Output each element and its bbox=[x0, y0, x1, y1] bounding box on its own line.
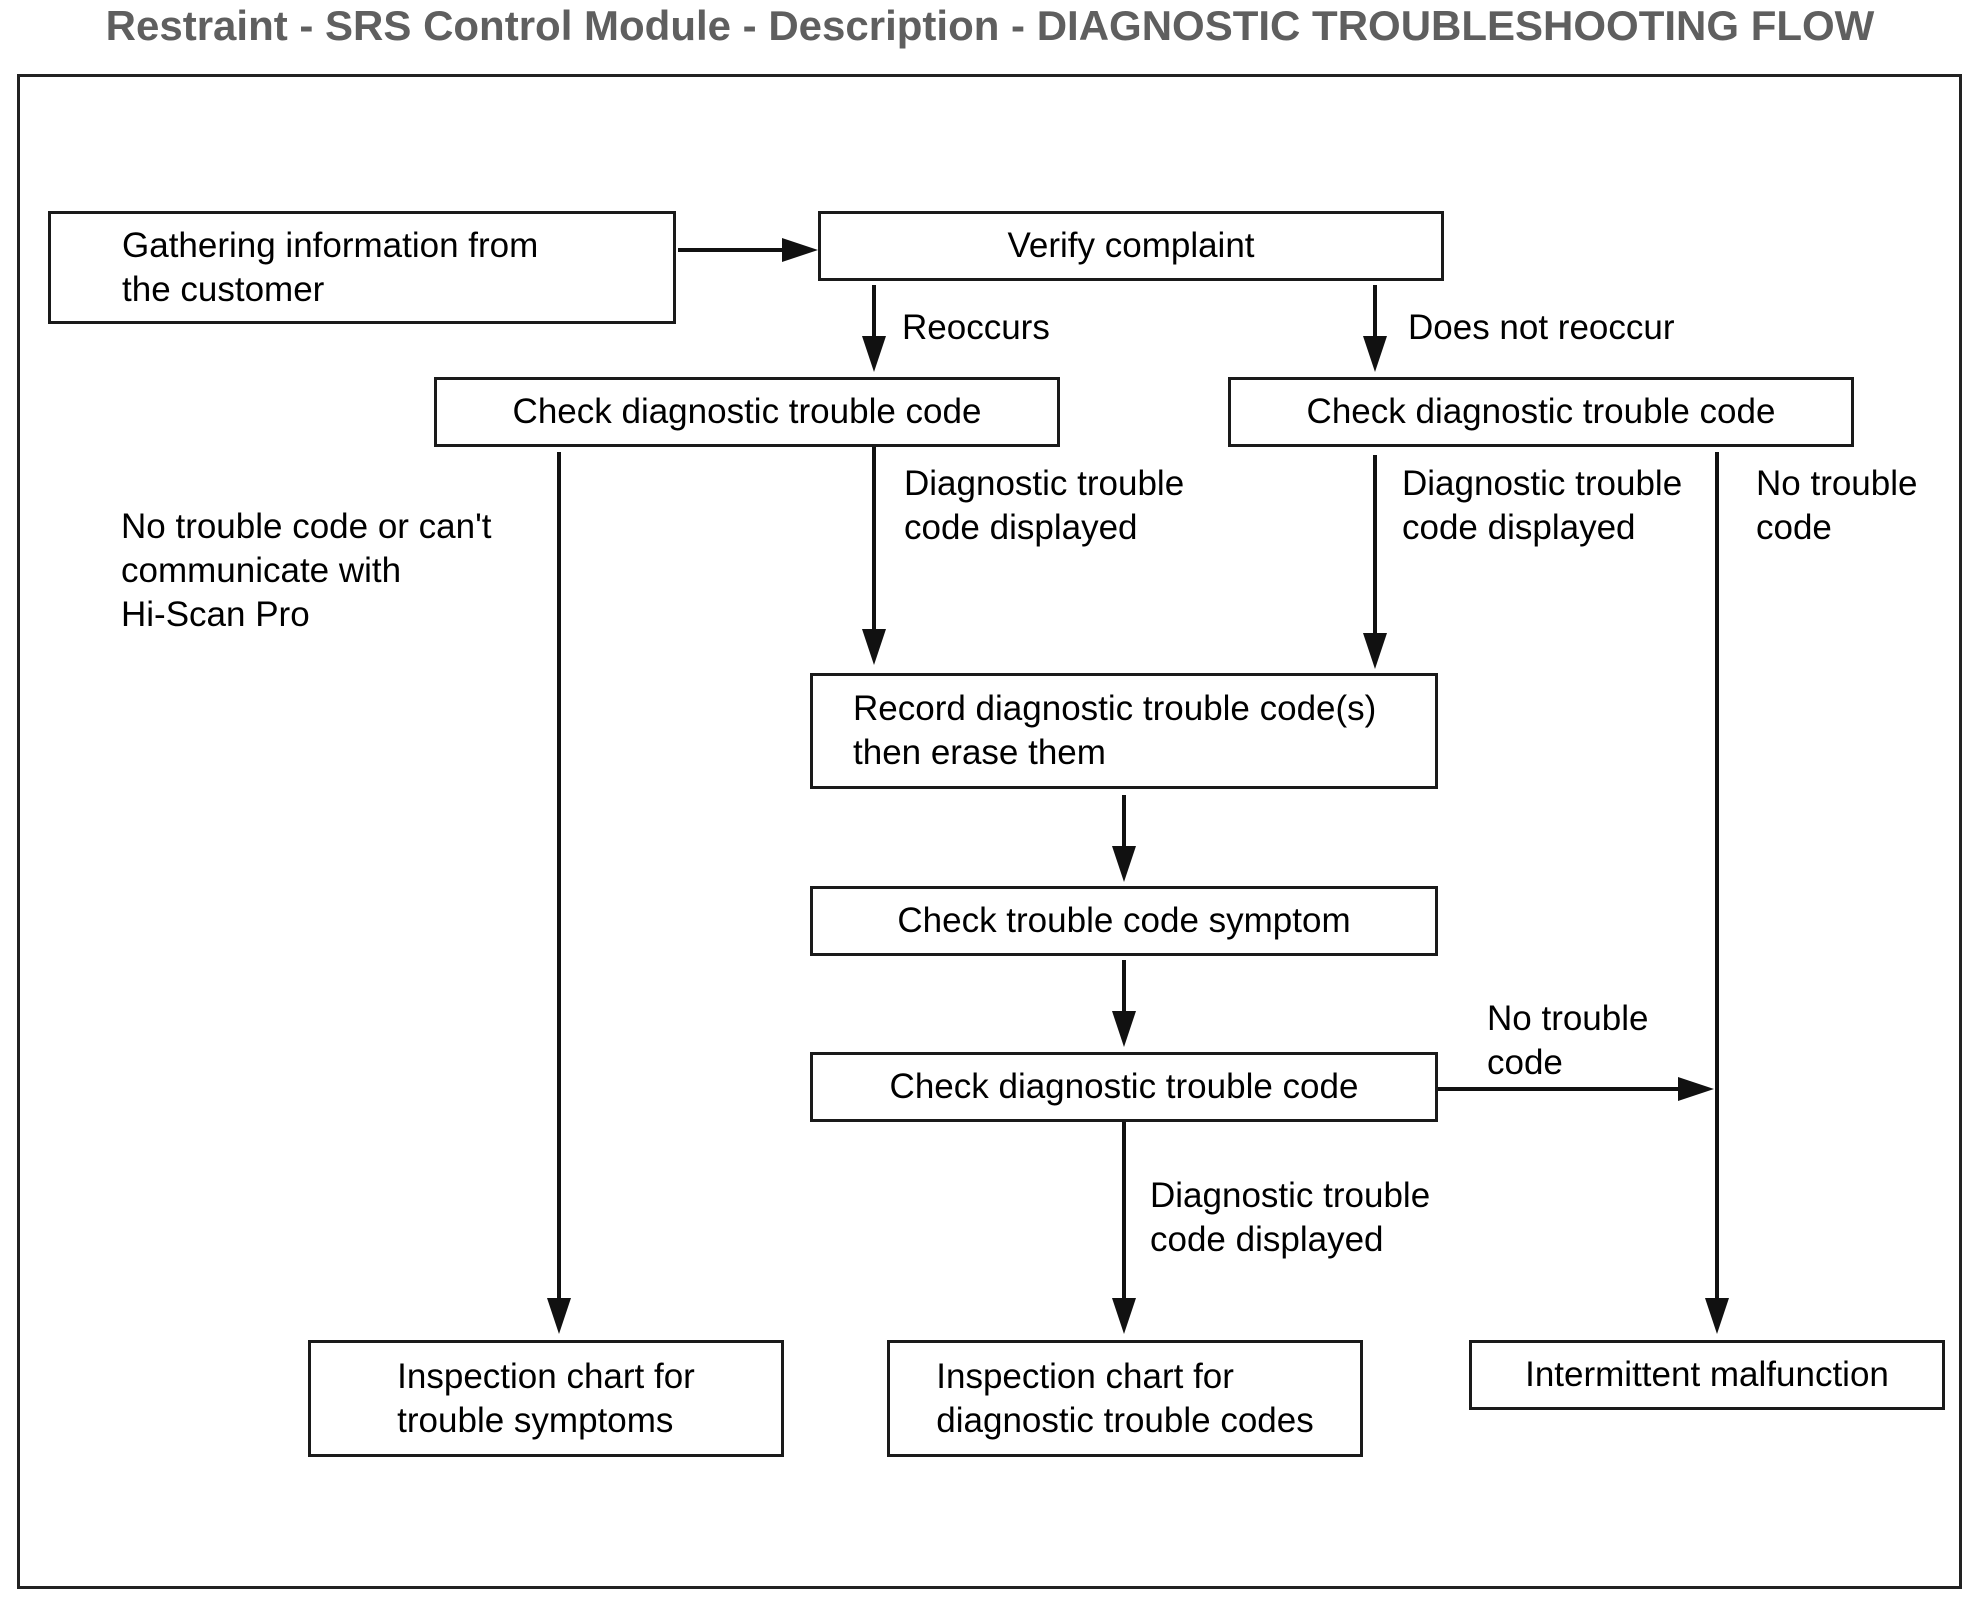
page-title: Restraint - SRS Control Module - Descrip… bbox=[105, 2, 1875, 49]
arrowhead-verify-to-check-right bbox=[1363, 336, 1387, 372]
arrowhead-gather-to-verify bbox=[782, 238, 818, 262]
label-dtc-displayed-left: Diagnostic trouble code displayed bbox=[904, 464, 1185, 547]
box-verify-complaint: Verify complaint bbox=[818, 211, 1444, 281]
label-reoccurs: Reoccurs bbox=[902, 308, 1050, 347]
box-check-dtc-left-text: Check diagnostic trouble code bbox=[512, 392, 982, 431]
box-check-dtc-left: Check diagnostic trouble code bbox=[434, 377, 1060, 447]
box-intermittent-malfunction: Intermittent malfunction bbox=[1469, 1340, 1945, 1410]
label-dtc-displayed-right: Diagnostic trouble code displayed bbox=[1402, 464, 1683, 547]
box-check-dtc-mid-text: Check diagnostic trouble code bbox=[889, 1067, 1359, 1106]
arrowhead-check-mid-to-intermittent-line bbox=[1678, 1077, 1714, 1101]
box-check-symptom: Check trouble code symptom bbox=[810, 886, 1438, 956]
arrowhead-record-to-symptom bbox=[1112, 846, 1136, 882]
arrowhead-symptom-to-check-mid bbox=[1112, 1011, 1136, 1047]
box-check-dtc-mid: Check diagnostic trouble code bbox=[810, 1052, 1438, 1122]
label-does-not-reoccur: Does not reoccur bbox=[1408, 308, 1675, 347]
label-no-trouble-code-right: No trouble code bbox=[1756, 464, 1918, 547]
box-inspection-symptoms-text: Inspection chart for trouble symptoms bbox=[397, 1356, 695, 1440]
label-dtc-displayed-bottom: Diagnostic trouble code displayed bbox=[1150, 1176, 1431, 1259]
label-no-trouble-code-mid: No trouble code bbox=[1487, 999, 1649, 1082]
box-inspection-codes-text: Inspection chart for diagnostic trouble … bbox=[936, 1356, 1314, 1440]
box-check-dtc-right: Check diagnostic trouble code bbox=[1228, 377, 1854, 447]
diagram-frame bbox=[17, 74, 1962, 1589]
arrowhead-verify-to-check-left bbox=[862, 336, 886, 372]
box-inspection-symptoms: Inspection chart for trouble symptoms bbox=[308, 1340, 784, 1457]
box-gathering-information-text: Gathering information from the customer bbox=[122, 225, 539, 309]
arrowhead-check-mid-to-insp-codes bbox=[1112, 1298, 1136, 1334]
box-verify-complaint-text: Verify complaint bbox=[1007, 226, 1255, 265]
arrowhead-check-right-to-record bbox=[1363, 633, 1387, 669]
box-check-symptom-text: Check trouble code symptom bbox=[897, 901, 1351, 940]
arrowhead-check-left-to-record bbox=[862, 629, 886, 665]
box-check-dtc-right-text: Check diagnostic trouble code bbox=[1306, 392, 1776, 431]
arrowhead-check-right-to-intermittent bbox=[1705, 1298, 1729, 1334]
box-record-dtc: Record diagnostic trouble code(s) then e… bbox=[810, 673, 1438, 789]
box-inspection-codes: Inspection chart for diagnostic trouble … bbox=[887, 1340, 1363, 1457]
box-record-dtc-text: Record diagnostic trouble code(s) then e… bbox=[853, 689, 1377, 772]
arrowhead-check-left-to-insp-symptoms bbox=[547, 1298, 571, 1334]
box-gathering-information: Gathering information from the customer bbox=[48, 211, 676, 324]
box-intermittent-malfunction-text: Intermittent malfunction bbox=[1525, 1355, 1889, 1394]
label-no-code-or-cannot-communicate: No trouble code or can't communicate wit… bbox=[121, 507, 492, 634]
